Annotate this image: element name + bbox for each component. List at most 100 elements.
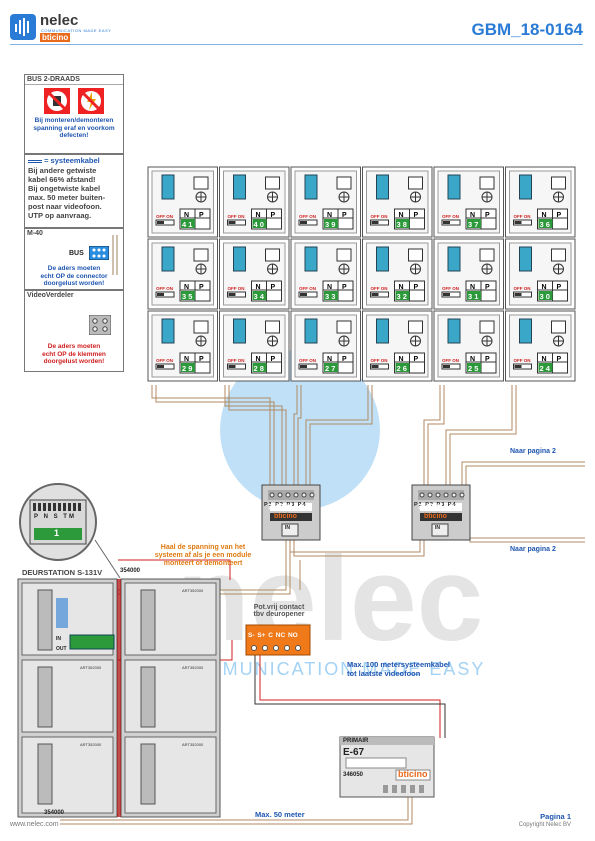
module-label-3: ART352000 — [182, 742, 204, 747]
power-brand: bticino — [398, 769, 428, 779]
systemcable-line-3: Bij ongetwiste kabel — [28, 184, 101, 193]
m40-text-1: De aders moeten — [47, 265, 101, 272]
distributor-port-label: P3 — [436, 502, 446, 508]
switch-label: OFF ON — [442, 286, 459, 291]
p-label: P — [271, 356, 276, 363]
switch-label: OFF ON — [156, 358, 173, 363]
nelec-logo-icon — [10, 14, 36, 40]
video-distributor-2 — [411, 484, 471, 541]
distributor-port-label: P4 — [297, 502, 307, 508]
footer-copyright: Copyright Nelec BV — [518, 822, 571, 828]
m40-text-3: doorgelust worden! — [43, 280, 105, 287]
n-label: N — [399, 212, 404, 219]
monitor-address: 3 7 — [468, 220, 478, 229]
logo-brand: bticino — [40, 33, 71, 42]
switch-icon — [370, 291, 389, 298]
doorstation-out: OUT — [56, 646, 67, 652]
p-label: P — [557, 356, 562, 363]
dip-label: P — [34, 514, 40, 520]
doorstation-warning: Haal de spanning van het systeem af als … — [128, 544, 278, 568]
monitor-connector — [161, 318, 175, 344]
distributor-port-label: P2 — [275, 502, 284, 508]
logo-tagline: COMMUNICATION MADE EASY — [41, 28, 112, 33]
monitor-address: 2 4 — [540, 364, 551, 373]
naar-pagina-top: Naar pagina 2 — [510, 448, 556, 455]
screen-icon — [265, 248, 280, 262]
distributor-2-model: 3468 41 — [418, 504, 444, 511]
screen-icon — [551, 320, 566, 334]
screen-icon — [193, 320, 209, 334]
switch-label: OFF ON — [299, 214, 316, 219]
doorstation-code-bottom: 354000 — [44, 810, 65, 816]
power-supply-e67 — [339, 736, 435, 798]
monitor-address: 3 2 — [397, 292, 407, 301]
monitor-connector — [376, 318, 389, 344]
monitor-connector — [233, 246, 246, 272]
monitor-connector — [161, 246, 175, 272]
switch-icon — [155, 363, 175, 370]
switch-label: OFF ON — [228, 286, 245, 291]
p-label: P — [414, 356, 419, 363]
dip-labels: P N S TM — [34, 514, 76, 520]
n-label: N — [542, 284, 547, 291]
systemcable-line-1: Bij andere getwiste — [28, 166, 97, 175]
n-label: N — [184, 284, 189, 291]
distributor-port-label: P3 — [286, 502, 296, 508]
screen-icon — [265, 176, 280, 190]
p-label: P — [199, 212, 204, 219]
contact-terminal: C — [268, 632, 273, 639]
dip-switch-detail — [19, 483, 97, 561]
doorstation-warning-2: systeem af als je een module — [154, 552, 252, 559]
bus-panel-title: BUS 2-DRAADS — [25, 75, 123, 85]
bus-panel: BUS 2-DRAADS Bij monteren/demonteren spa… — [24, 74, 124, 154]
switch-label: OFF ON — [442, 358, 459, 363]
monitor-address: 4 1 — [182, 220, 192, 229]
switch-icon — [441, 291, 461, 298]
dip-label: TM — [63, 514, 76, 520]
doorstation-in: IN — [56, 636, 61, 642]
n-label: N — [184, 212, 189, 219]
p-label: P — [414, 284, 419, 291]
switch-label: OFF ON — [156, 286, 173, 291]
monitor-address: 2 7 — [325, 364, 335, 373]
distributor-port-label: P1 — [264, 502, 273, 508]
n-label: N — [327, 356, 332, 363]
switch-icon — [227, 219, 246, 226]
switch-label: OFF ON — [514, 286, 531, 291]
screen-icon — [336, 176, 352, 190]
monitor-address: 3 5 — [182, 292, 192, 301]
contact-title: Pot.vrij contact tbv deuropener — [244, 604, 314, 618]
switch-label: OFF ON — [371, 358, 388, 363]
switch-label: OFF ON — [299, 286, 316, 291]
screen-icon — [551, 248, 566, 262]
n-label: N — [542, 212, 547, 219]
p-label: P — [557, 212, 562, 219]
document-code: GBM_18-0164 — [471, 20, 583, 39]
switch-icon — [370, 219, 389, 226]
screen-icon — [408, 320, 423, 334]
monitor-address: 3 1 — [468, 292, 478, 301]
p-label: P — [199, 284, 204, 291]
screen-icon — [336, 320, 352, 334]
no-voltage-icon — [78, 88, 104, 114]
monitor-address: 3 6 — [540, 220, 550, 229]
videoverdeler-panel: VideoVerdeler De aders moeten echt OP de… — [24, 290, 124, 372]
switch-label: OFF ON — [156, 214, 173, 219]
monitor-address: 3 8 — [397, 220, 407, 229]
p-label: P — [271, 284, 276, 291]
footer-url[interactable]: www.nelec.com — [10, 821, 59, 828]
systemcable-line-2: kabel 66% afstand! — [28, 175, 96, 184]
p-label: P — [485, 284, 490, 291]
monitor-address: 3 9 — [325, 220, 335, 229]
cable-note-1: Max. 100 metersysteemkabel — [347, 660, 450, 669]
switch-label: OFF ON — [228, 214, 245, 219]
